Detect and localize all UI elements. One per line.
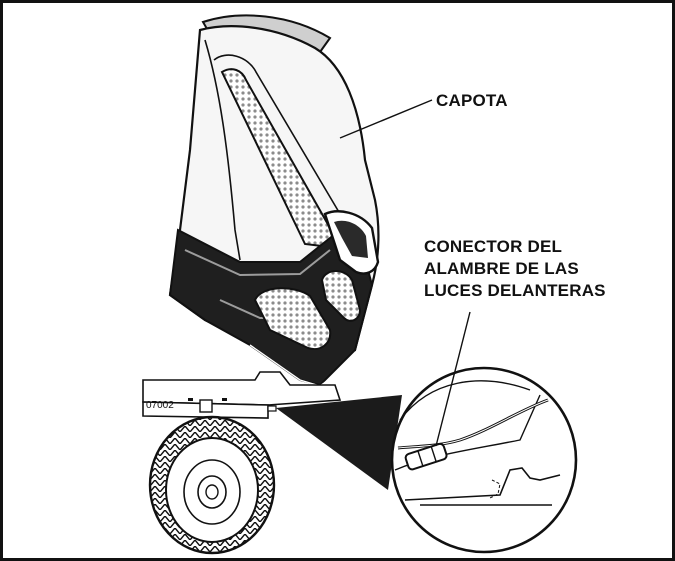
front-wheel: [148, 415, 276, 555]
connector-label-line-3: LUCES DELANTERAS: [424, 281, 606, 300]
connector-label-line-1: CONECTOR DEL: [424, 237, 563, 256]
hood-leader-line: [339, 99, 433, 139]
hood-lower-grille-left: [253, 287, 332, 350]
magnifier-cone: [276, 395, 402, 490]
hood-lower-grille-right: [320, 270, 362, 322]
hood: [168, 14, 380, 387]
connector-label: CONECTOR DEL ALAMBRE DE LAS LUCES DELANT…: [424, 236, 606, 302]
tractor-frame: [142, 371, 342, 419]
connector-leader-line: [435, 311, 471, 447]
hood-contour: [204, 39, 241, 261]
wire-connector: [404, 442, 448, 471]
connector-label-line-2: ALAMBRE DE LAS: [424, 259, 579, 278]
hood-label: CAPOTA: [436, 91, 508, 110]
figure-number: 07002: [146, 400, 174, 411]
connector-detail-view: [390, 366, 578, 554]
